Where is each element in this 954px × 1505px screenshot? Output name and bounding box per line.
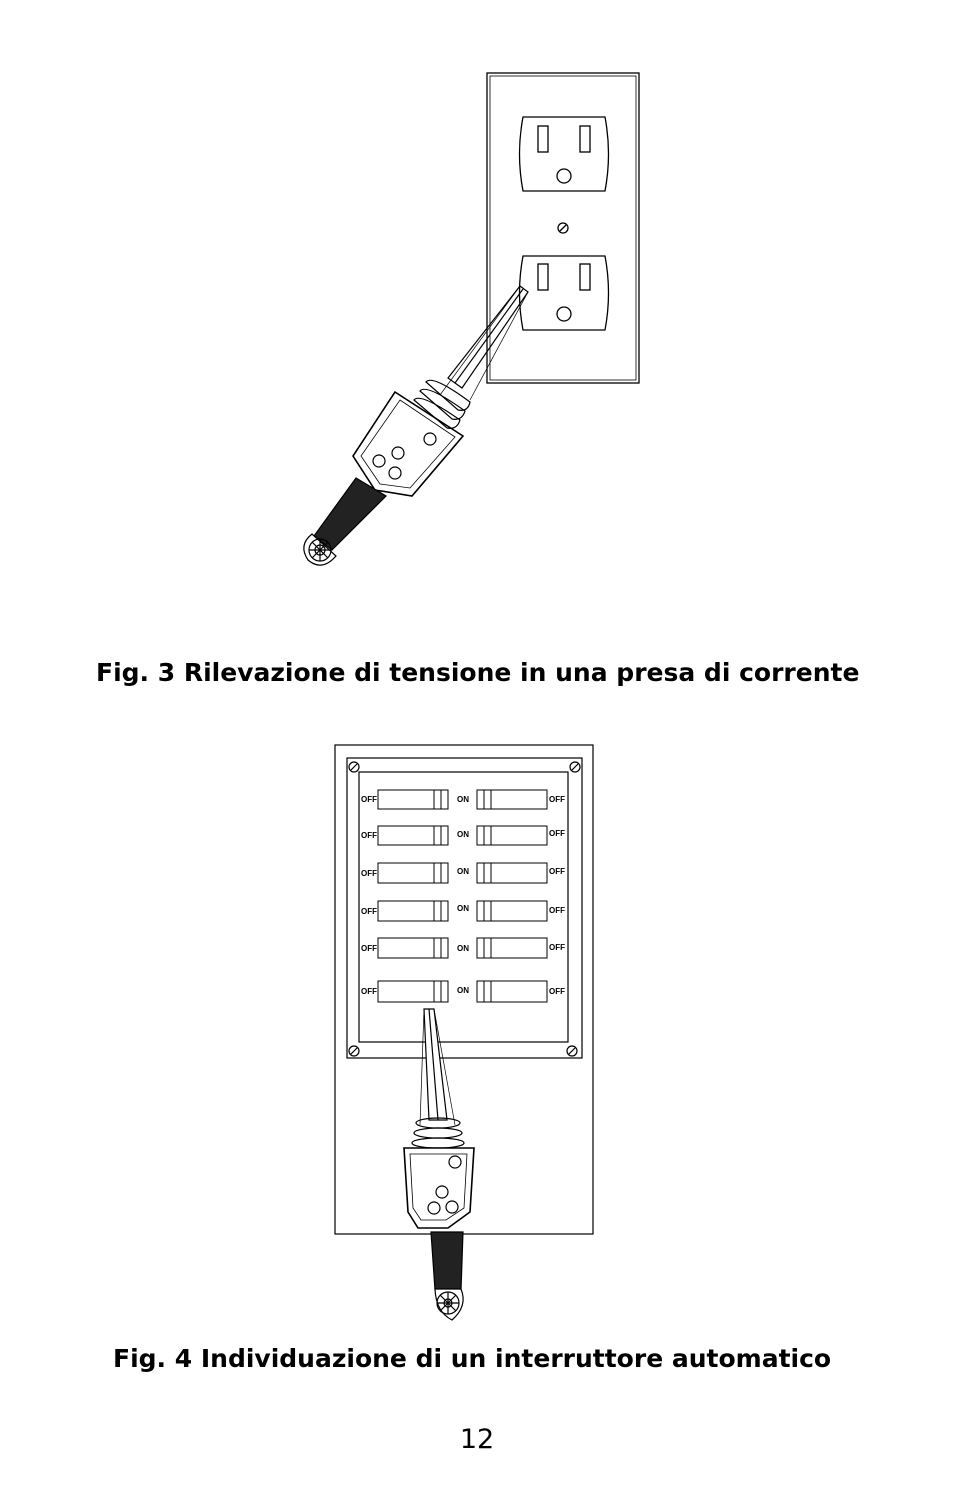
- right-off-label: OFF: [549, 906, 565, 915]
- on-label: ON: [457, 944, 469, 953]
- left-off-label: OFF: [361, 869, 377, 878]
- left-off-label: OFF: [361, 987, 377, 996]
- breaker-row: [377, 980, 548, 1003]
- breaker-row: [377, 937, 548, 959]
- on-label: ON: [457, 795, 469, 804]
- left-off-label: OFF: [361, 944, 377, 953]
- left-off-label: OFF: [361, 907, 377, 916]
- voltage-tester-fig3: [303, 285, 529, 566]
- wall-outlet-illustration: [486, 72, 640, 384]
- breaker-switches: [377, 789, 548, 1003]
- right-off-label: OFF: [549, 795, 565, 804]
- breaker-labels: OFF ON OFF OFF ON OFF OFF ON OFF OFF ON …: [361, 795, 565, 996]
- left-off-label: OFF: [361, 831, 377, 840]
- breaker-row: [377, 789, 548, 810]
- figure-4-caption: Fig. 4 Individuazione di un interruttore…: [113, 1344, 832, 1373]
- left-off-label: OFF: [361, 795, 377, 804]
- on-label: ON: [457, 867, 469, 876]
- right-off-label: OFF: [549, 829, 565, 838]
- breaker-row: [377, 862, 548, 884]
- page-number: 12: [459, 1424, 495, 1455]
- right-off-label: OFF: [549, 987, 565, 996]
- on-label: ON: [457, 986, 469, 995]
- on-label: ON: [457, 904, 469, 913]
- right-off-label: OFF: [549, 867, 565, 876]
- right-off-label: OFF: [549, 943, 565, 952]
- breaker-panel-illustration: [334, 744, 594, 1235]
- on-label: ON: [457, 830, 469, 839]
- breaker-row: [377, 900, 548, 922]
- voltage-tester-fig4: [403, 1008, 475, 1321]
- breaker-row: [377, 825, 548, 846]
- figure-3-caption: Fig. 3 Rilevazione di tensione in una pr…: [96, 658, 860, 687]
